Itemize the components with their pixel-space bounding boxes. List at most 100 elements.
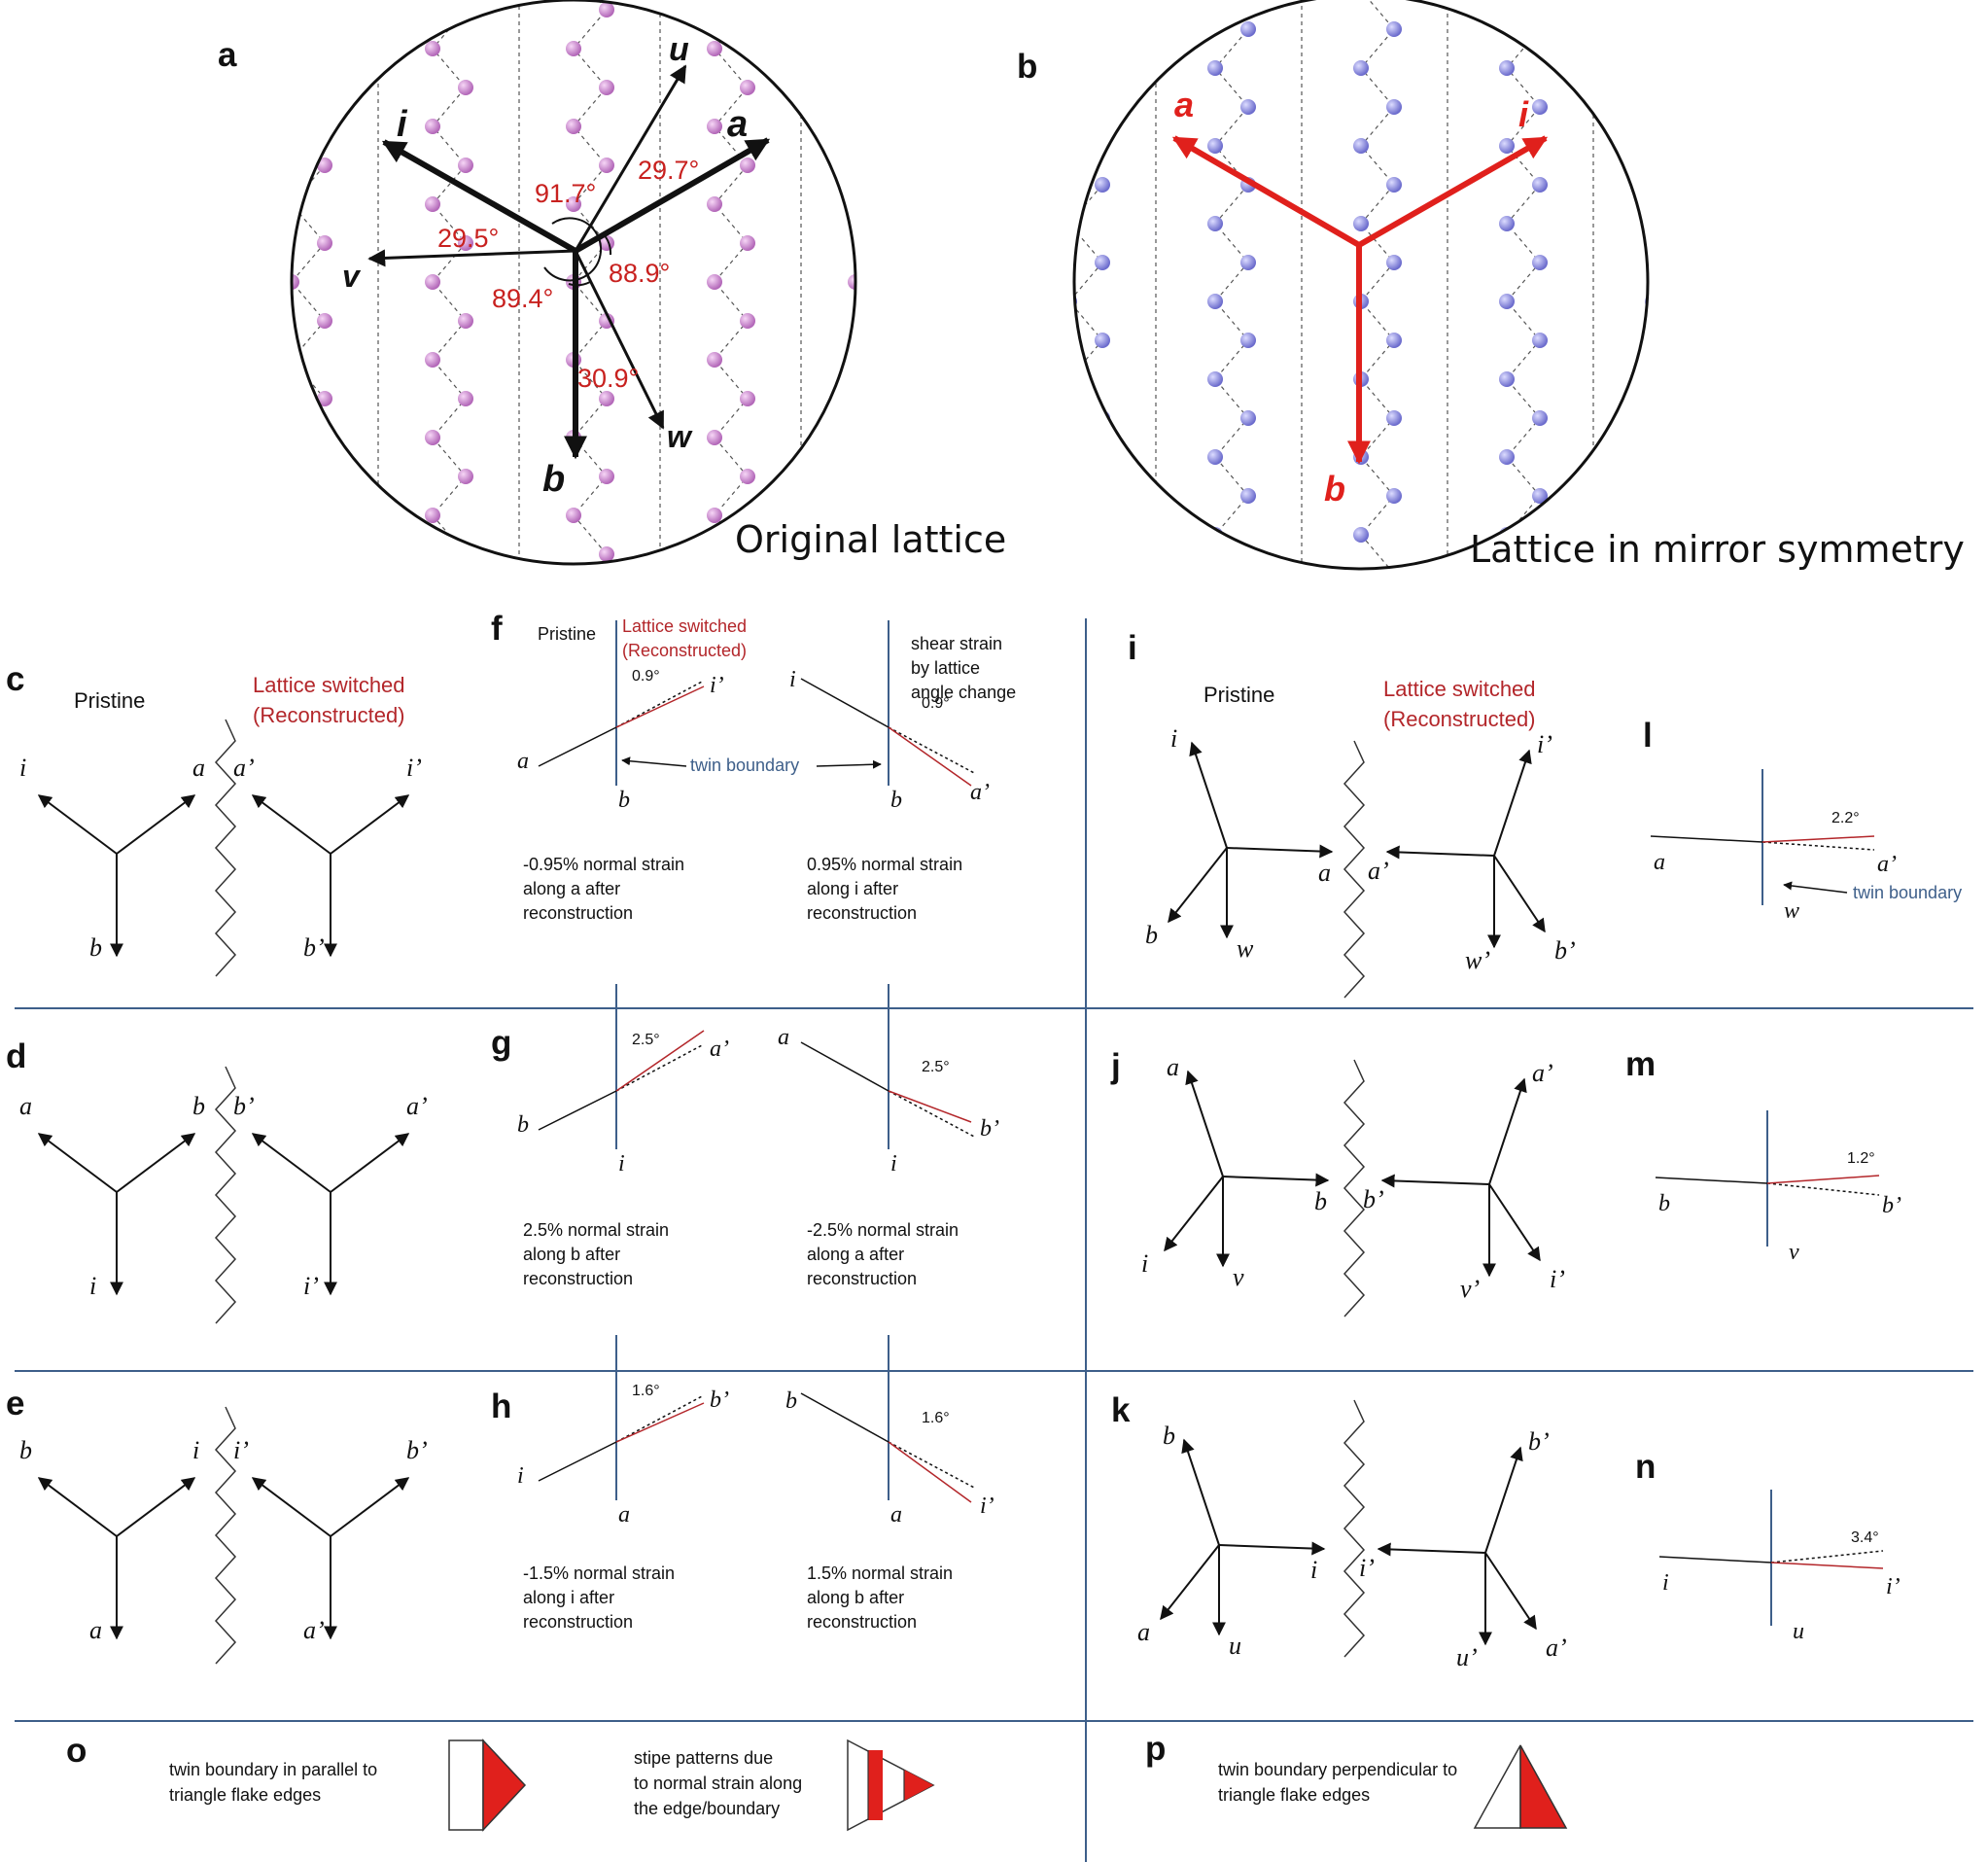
panel-letter-d: d (6, 1037, 26, 1075)
atom (1095, 99, 1110, 115)
vector-label: v’ (1460, 1275, 1480, 1303)
panel-letter-o: o (66, 1732, 87, 1770)
switched-label: Lattice switched (622, 616, 747, 636)
vector-label: a (778, 1025, 789, 1050)
label-v: v (342, 259, 362, 294)
atom (292, 196, 299, 212)
strain-note: along a after (807, 1245, 904, 1264)
atom (1532, 410, 1548, 426)
atom (1499, 371, 1515, 387)
atom (1532, 488, 1548, 504)
angle-label: 88.9° (609, 259, 670, 288)
strain-note: 1.5% normal strain (807, 1563, 953, 1583)
vector-label: a’ (233, 754, 255, 782)
strain-note: -0.95% normal strain (523, 855, 684, 874)
panel-letter-m: m (1625, 1045, 1656, 1083)
atom (425, 352, 440, 368)
atom (1678, 21, 1693, 37)
atom (599, 80, 614, 95)
lattice-vector-line (538, 726, 617, 767)
atom (740, 2, 755, 18)
vector-label: b (785, 1388, 797, 1414)
vector-arrow (251, 794, 331, 855)
vector-arrow (37, 1133, 118, 1193)
reconstructed-line (888, 726, 972, 787)
atom (425, 119, 440, 134)
twin-boundary-zigzag (214, 1406, 237, 1665)
atom (881, 235, 896, 251)
vector-arrow (1168, 847, 1228, 924)
strain-note: along a after (523, 879, 620, 898)
atom (848, 430, 855, 445)
vector-label: b’ (1882, 1193, 1901, 1218)
vector-arrow (251, 1133, 331, 1193)
lattice-bond (432, 0, 467, 564)
caption-text: twin boundary in parallel to (169, 1760, 377, 1779)
atom (1095, 566, 1110, 569)
atom (425, 41, 440, 56)
atom (1095, 644, 1110, 659)
atom (1532, 333, 1548, 348)
atom (599, 624, 614, 640)
vector-label: a (517, 749, 529, 774)
atom (848, 41, 855, 56)
pristine-label: Pristine (74, 688, 145, 713)
vector-label: b’ (980, 1116, 999, 1142)
vector-label: a’ (1368, 857, 1389, 885)
atom (1678, 255, 1693, 270)
boundary-diagrams-f: ai’b0.9°ia’b0.9°-0.95% normal strainalon… (517, 620, 990, 923)
atom (707, 585, 722, 601)
vector-label: a’ (970, 780, 990, 805)
vector-label: v (1233, 1263, 1244, 1291)
atom (1499, 449, 1515, 465)
vector-arrow (116, 1133, 196, 1193)
strain-note: along b after (807, 1588, 904, 1607)
atom (848, 663, 863, 679)
switched-label: Lattice switched (1383, 677, 1536, 701)
caption-text: triangle flake edges (169, 1785, 321, 1805)
vector-label: i (1170, 724, 1177, 753)
vector-label: b’ (233, 1092, 255, 1120)
vector-label: i (517, 1463, 524, 1489)
atom (292, 352, 299, 368)
vector-i-arrow (381, 139, 577, 254)
vector-label: b (517, 1112, 529, 1138)
strain-note: reconstruction (807, 1269, 917, 1288)
atom (1386, 255, 1402, 270)
vector-label: i (192, 1436, 199, 1464)
panel-h: h ib’a1.6°bi’a1.6°-1.5% normal strainalo… (491, 1335, 994, 1632)
atom (1499, 60, 1515, 76)
strain-note: along i after (523, 1588, 614, 1607)
angle-arc (543, 217, 603, 282)
atom (1074, 60, 1077, 76)
boundary-diagrams-h: ib’a1.6°bi’a1.6°-1.5% normal strainalong… (517, 1335, 994, 1632)
vector-label: u (1793, 1619, 1804, 1644)
panel-letter-l: l (1643, 717, 1653, 755)
reconstructed-line (615, 1402, 705, 1443)
atom (1532, 21, 1548, 37)
atom (1240, 99, 1256, 115)
atom (707, 274, 722, 290)
atom (848, 196, 855, 212)
vector-arrow (330, 794, 410, 855)
vector-arrow (330, 1477, 410, 1537)
lattice-vector-line (1650, 835, 1763, 843)
atom (317, 80, 332, 95)
atom (1240, 410, 1256, 426)
atom (848, 119, 855, 134)
caption-text: twin boundary perpendicular to (1218, 1760, 1457, 1779)
atom (1532, 99, 1548, 115)
vector-label: a (1654, 850, 1665, 875)
vector-label: a (1167, 1053, 1179, 1081)
caption-text: triangle flake edges (1218, 1785, 1370, 1805)
vector-arrow (1226, 844, 1334, 859)
caption-original-lattice: Original lattice (735, 518, 1006, 561)
angle-label: 30.9° (577, 364, 639, 393)
vector-label: b (192, 1092, 205, 1120)
